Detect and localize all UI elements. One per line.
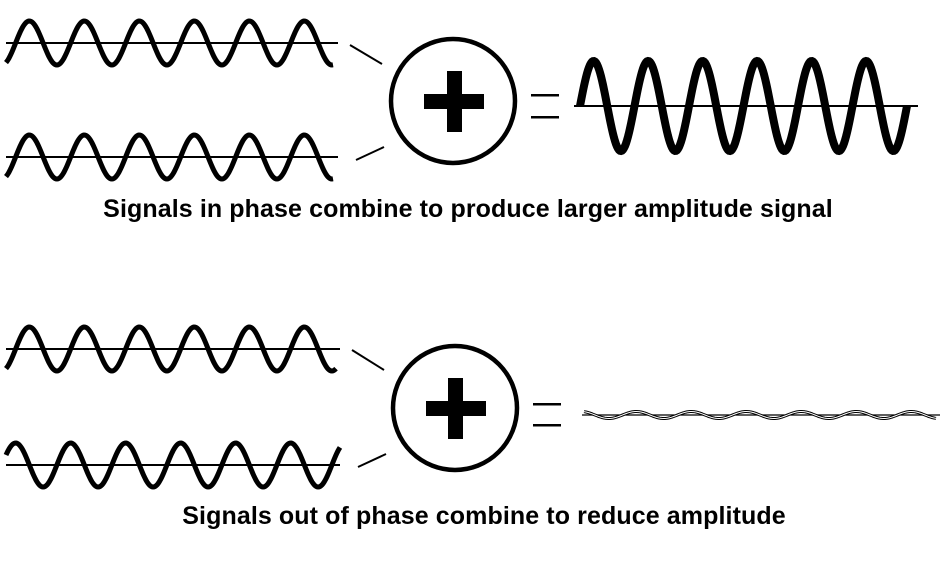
result-wave-large [574,56,918,156]
result-wave-flat [582,409,940,421]
input-wave-2 [4,132,338,182]
connector-bottom-2 [357,453,387,468]
connector-top-1 [349,44,383,65]
caption-in-phase: Signals in phase combine to produce larg… [103,195,833,223]
input-wave-1 [4,18,338,68]
out-of-phase-panel [3,324,940,490]
input-wave-4-curve [3,440,343,490]
plus-in-circle-icon [390,343,520,473]
in-phase-panel [4,18,918,182]
caption-out-of-phase: Signals out of phase combine to reduce a… [182,502,786,530]
result-wave-large-curve [576,56,911,156]
connector-bottom-1 [351,349,385,371]
input-wave-3 [4,324,340,374]
connector-top-2 [355,146,385,161]
input-wave-1-curve [4,18,334,68]
equals-sign-icon [533,403,561,427]
plus-in-circle-icon [388,36,518,166]
input-wave-4 [3,440,343,490]
input-wave-2-curve [4,132,334,182]
equals-sign-icon [531,94,559,119]
input-wave-3-curve [4,324,338,374]
result-wave-flat-inner [583,410,937,420]
